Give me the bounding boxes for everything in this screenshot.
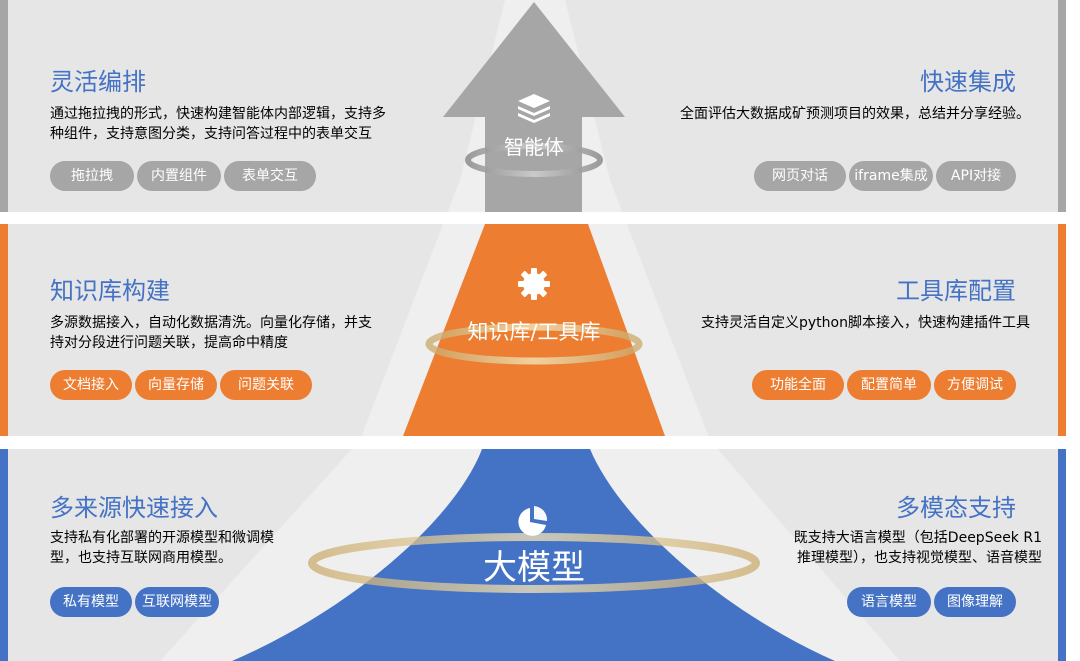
desc-multi-source: 支持私有化部署的开源模型和微调模型，也支持互联网商用模型。 <box>50 530 274 566</box>
ring-bot <box>308 533 760 593</box>
desc-knowledge-base: 多源数据接入，自动化数据清洗。向量化存储，并支持对分段进行问题关联，提高命中精度 <box>50 315 372 351</box>
tag-language-model[interactable]: 语言模型 <box>847 587 931 617</box>
tags-multi-source: 私有模型 互联网模型 <box>50 587 219 617</box>
tag-easy-debug[interactable]: 方便调试 <box>934 370 1016 400</box>
tag-document-ingest[interactable]: 文档接入 <box>50 370 132 400</box>
knowledge-tools-label: 知识库/工具库 <box>467 320 601 344</box>
tags-fast-integration: 网页对话 iframe集成 API对接 <box>754 161 1016 191</box>
ring-mid <box>425 323 643 365</box>
tag-drag-drop[interactable]: 拖拉拽 <box>50 161 134 191</box>
tag-full-featured[interactable]: 功能全面 <box>752 370 844 400</box>
tag-vector-storage[interactable]: 向量存储 <box>135 370 217 400</box>
tag-builtin-components[interactable]: 内置组件 <box>137 161 221 191</box>
tags-tool-config: 功能全面 配置简单 方便调试 <box>752 370 1016 400</box>
title-fast-integration: 快速集成 <box>920 68 1016 96</box>
tag-question-link[interactable]: 问题关联 <box>220 370 312 400</box>
tags-flexible-orchestration: 拖拉拽 内置组件 表单交互 <box>50 161 316 191</box>
ring-top <box>465 143 603 177</box>
tag-internet-model[interactable]: 互联网模型 <box>135 587 219 617</box>
large-model-label: 大模型 <box>483 548 585 588</box>
desc-fast-integration: 全面评估大数据成矿预测项目的效果，总结并分享经验。 <box>680 106 1030 122</box>
tags-multimodal: 语言模型 图像理解 <box>847 587 1016 617</box>
model-cone <box>232 449 835 661</box>
title-multimodal: 多模态支持 <box>896 494 1016 522</box>
title-multi-source: 多来源快速接入 <box>50 494 218 522</box>
tag-image-understanding[interactable]: 图像理解 <box>934 587 1016 617</box>
tag-web-chat[interactable]: 网页对话 <box>754 161 846 191</box>
title-tool-config: 工具库配置 <box>896 277 1016 305</box>
title-flexible-orchestration: 灵活编排 <box>50 68 146 96</box>
desc-flexible-orchestration: 通过拖拉拽的形式，快速构建智能体内部逻辑，支持多种组件，支持意图分类，支持问答过… <box>50 106 386 142</box>
tag-private-model[interactable]: 私有模型 <box>50 587 132 617</box>
desc-multimodal: 既支持大语言模型（包括DeepSeek R1推理模型），也支持视觉模型、语音模型 <box>793 530 1042 566</box>
tag-easy-config[interactable]: 配置简单 <box>847 370 931 400</box>
tag-form-interaction[interactable]: 表单交互 <box>224 161 316 191</box>
tags-knowledge-base: 文档接入 向量存储 问题关联 <box>50 370 312 400</box>
tag-iframe-integration[interactable]: iframe集成 <box>849 161 933 191</box>
tag-api-integration[interactable]: API对接 <box>936 161 1016 191</box>
layers-icon <box>518 94 550 123</box>
gear-icon <box>518 268 550 300</box>
desc-tool-config: 支持灵活自定义python脚本接入，快速构建插件工具 <box>701 315 1030 331</box>
agent-label: 智能体 <box>504 135 564 159</box>
title-knowledge-base: 知识库构建 <box>50 277 170 305</box>
pie-chart-icon <box>518 506 548 536</box>
